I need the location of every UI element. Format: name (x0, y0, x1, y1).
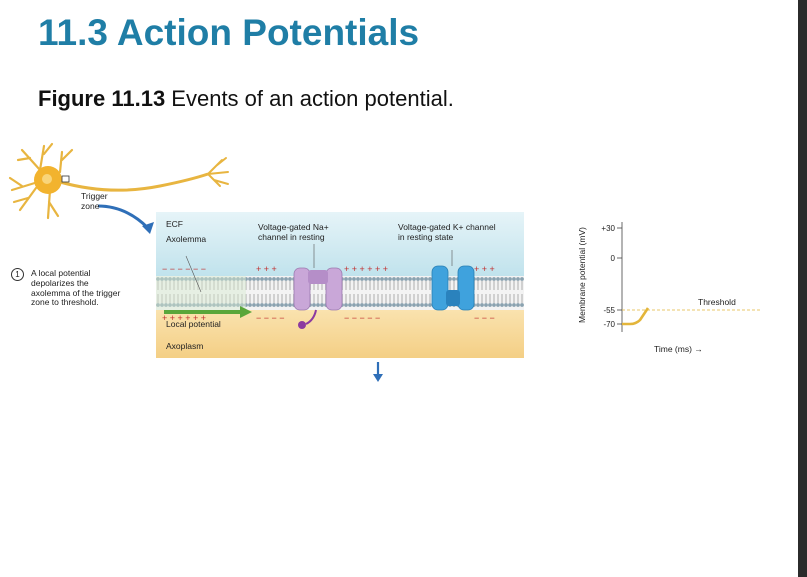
svg-text:+ + +: + + + (474, 264, 495, 274)
svg-text:+ + +: + + + (256, 264, 277, 274)
k-channel-label: Voltage-gated K+ channel in resting stat… (398, 222, 496, 242)
membrane-diagram: − − − − − − + + + + + + + + + + + + + + … (156, 212, 524, 358)
graph-tick-label: 0 (611, 254, 616, 263)
k-channel (431, 265, 475, 311)
slide-title: 11.3 Action Potentials (38, 12, 420, 53)
svg-text:+ + + + + +: + + + + + + (162, 313, 206, 323)
graph-x-axis-label-text: Time (ms) (654, 344, 692, 354)
axoplasm-region (156, 308, 524, 358)
local-potential-arrow (164, 306, 252, 318)
graph-x-axis-label: Time (ms) → (654, 344, 703, 355)
figure-number: Figure 11.13 (38, 86, 166, 111)
svg-text:− − − − − −: − − − − − − (162, 264, 206, 274)
neuron-illustration (8, 142, 229, 234)
graph-tick-label: -70 (603, 320, 615, 329)
figure-caption: Figure 11.13 Events of an action potenti… (38, 86, 454, 112)
membrane-potential-trace (622, 307, 650, 326)
membrane-potential-graph: +30 0 -55 -70 (601, 222, 760, 332)
local-potential-label: Local potential (166, 319, 221, 329)
graph-tick-label: +30 (601, 224, 615, 233)
svg-text:+ + + + + +: + + + + + + (344, 264, 388, 274)
na-channel (293, 267, 343, 329)
svg-text:− − − −: − − − − (256, 313, 285, 323)
svg-text:− − −: − − − (474, 313, 495, 323)
step-number: 1 (11, 268, 24, 281)
scrollbar[interactable] (798, 0, 807, 577)
trigger-zone-label: Trigger zone (81, 191, 108, 211)
graph-tick-label: -55 (603, 306, 615, 315)
zoom-arrow-icon (142, 222, 154, 234)
axon (59, 172, 209, 192)
figure-caption-text: Events of an action potential. (165, 86, 454, 111)
ecf-label: ECF (166, 219, 183, 229)
svg-text:− − − − −: − − − − − (344, 313, 380, 323)
time-arrow-icon: → (694, 344, 703, 354)
down-arrow-icon (373, 362, 383, 382)
axoplasm-label: Axoplasm (166, 341, 204, 351)
na-channel-label: Voltage-gated Na+ channel in resting (258, 222, 329, 242)
axolemma-label: Axolemma (166, 234, 207, 244)
threshold-label: Threshold (698, 297, 736, 307)
step-description: A local potential depolarizes the axolem… (31, 268, 121, 308)
trigger-zone-box (61, 175, 70, 183)
